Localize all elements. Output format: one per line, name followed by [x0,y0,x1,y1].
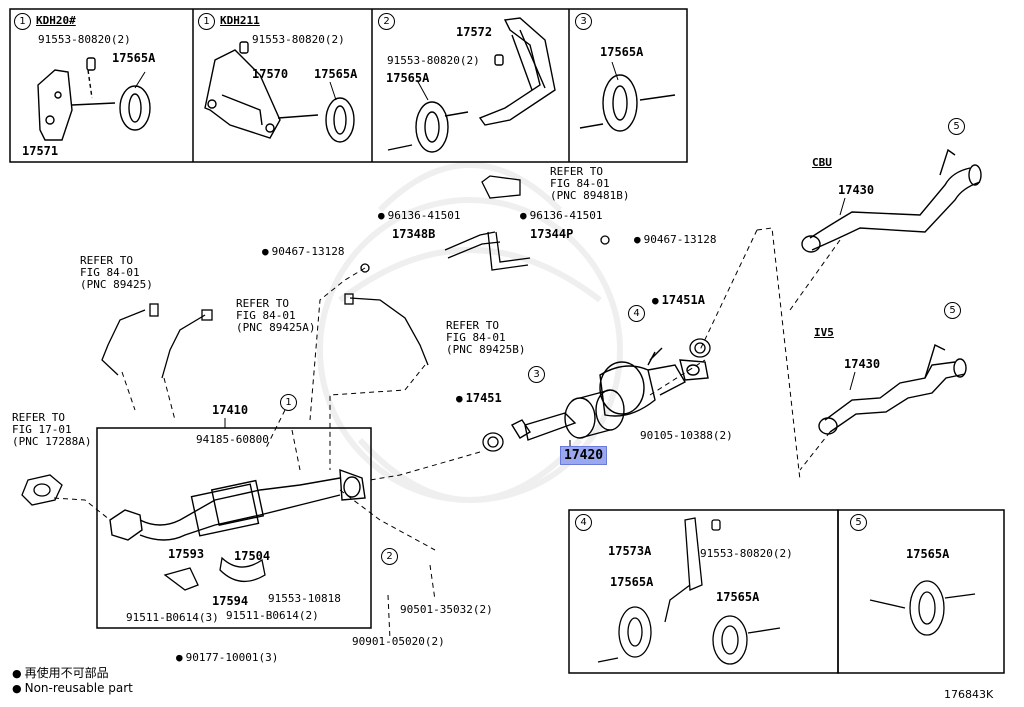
label-91511-a: 91511-B0614(3) [126,611,219,624]
dashed-leaders [53,227,841,641]
callout-5-cbu: 5 [948,118,965,135]
panel-2-circle: 2 [378,13,395,30]
label-90501: 90501-35032(2) [400,603,493,616]
panel-1b-label-2: 17570 [252,67,289,81]
panel5-drawing [869,580,976,636]
label-90901: 90901-05020(2) [352,635,445,648]
label-94185: 94185-60800 [196,433,269,446]
label-17451a: 17451A [652,294,705,307]
label-90105: 90105-10388(2) [640,429,733,442]
sensors-hoses [101,175,610,379]
bottom-panels [96,427,1005,674]
panel-1b-header: KDH211 [220,14,260,27]
panel-3-label-1: 17565A [600,45,644,59]
panel-2-label-2: 91553-80820(2) [387,54,480,67]
label-17344p: 17344P [530,227,574,241]
legend-jp: 再使用不可部品 [12,664,109,681]
label-17420-highlight[interactable]: 17420 [560,446,608,465]
label-17594: 17594 [212,594,249,608]
panel-5-circle: 5 [850,514,867,531]
panel-5-label-1: 17565A [906,547,950,561]
tail-pipe-cbu [801,148,982,253]
callout-2: 2 [381,548,398,565]
panel-1a-header: KDH20# [36,14,76,27]
label-17593: 17593 [168,547,205,561]
panel-1b-label-3: 17565A [314,67,358,81]
panel-2-label-3: 17565A [386,71,430,85]
panel-1a-label-2: 17565A [112,51,156,65]
figure-id: 176843K [944,688,994,701]
label-cbu: CBU [812,156,832,169]
label-96136-a: 96136-41501 [378,210,461,222]
panel-1a-circle: 1 [14,13,31,30]
panel1b-drawing [204,41,355,143]
panel-4-label-3: 17565A [610,575,654,589]
label-iv5: IV5 [814,326,834,339]
label-91511-b: 91511-B0614(2) [226,609,319,622]
label-17430-iv5: 17430 [844,357,881,371]
label-17410: 17410 [212,403,249,417]
watermark-emblem [317,162,623,503]
label-17430-cbu: 17430 [838,183,875,197]
tail-pipe-iv5 [818,344,967,435]
heat-shields [163,556,266,591]
panel2-drawing [387,17,556,153]
label-90467-b: 90467-13128 [634,234,717,246]
gaskets [21,338,711,506]
legend-en: Non-reusable part [12,681,133,695]
label-17504: 17504 [234,549,271,563]
callout-4: 4 [628,305,645,322]
label-90467-a: 90467-13128 [262,246,345,258]
panel-4-label-2: 91553-80820(2) [700,547,793,560]
panel3-drawing [579,74,676,132]
panel-1a-label-3: 17571 [22,144,59,158]
label-96136-b: 96136-41501 [520,210,603,222]
panel-1b-circle: 1 [198,13,215,30]
callout-3: 3 [528,366,545,383]
panel-4-label-1: 17573A [608,544,652,558]
label-17451: 17451 [456,392,502,405]
callout-1: 1 [280,394,297,411]
panel4-drawing [597,517,781,665]
label-90177: 90177-10001(3) [176,652,279,664]
panel-4-circle: 4 [575,514,592,531]
front-pipe-drawing [109,468,366,541]
center-pipe-drawing [511,347,709,441]
label-91553-10818: 91553-10818 [268,592,341,605]
panel-1b-label-1: 91553-80820(2) [252,33,345,46]
top-panels [9,8,688,163]
solid-leaders [134,61,856,448]
panel-1a-label-1: 91553-80820(2) [38,33,131,46]
panel-3-circle: 3 [575,13,592,30]
label-17348b: 17348B [392,227,436,241]
panel-2-label-1: 17572 [456,25,493,39]
panel-4-label-4: 17565A [716,590,760,604]
callout-5-iv5: 5 [944,302,961,319]
panel1a-drawing [37,57,151,141]
